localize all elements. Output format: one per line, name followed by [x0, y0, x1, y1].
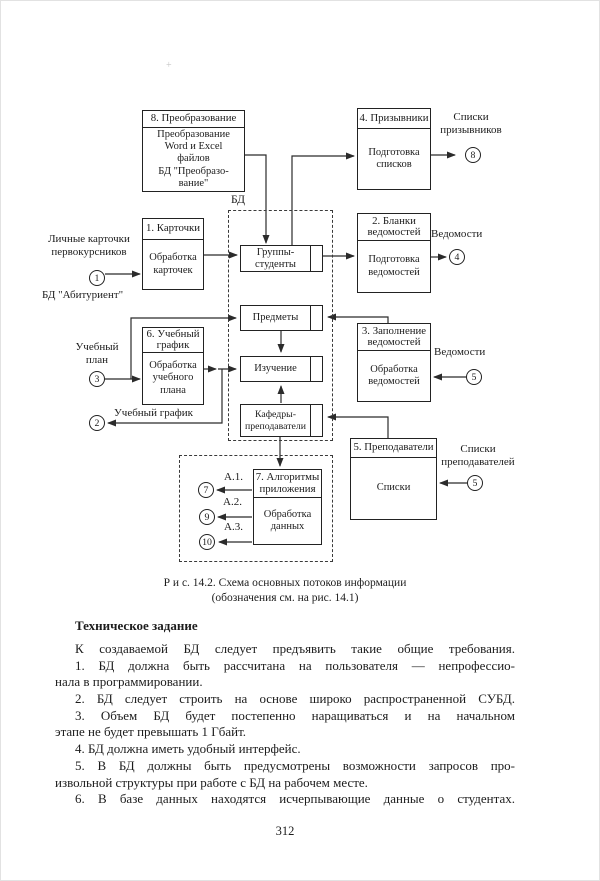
- body-line: этапе не будет превышать 1 Гбайт.: [55, 724, 247, 740]
- terminator-9: 9: [199, 509, 215, 525]
- body-line: 2. БД следует строить на основе широко р…: [75, 691, 515, 707]
- block-7-algoritmy: 7. Алгоритмы приложения Обработка данных: [253, 469, 322, 545]
- terminator-5a-number: 5: [471, 371, 477, 383]
- db-container-label: БД: [231, 194, 246, 206]
- terminator-5-spiski: 5: [467, 475, 483, 491]
- terminator-3: 3: [89, 371, 105, 387]
- entity-divider: [309, 306, 311, 330]
- label-vedomosti-in: Ведомости: [434, 346, 486, 358]
- block-5-header: 5. Преподаватели: [351, 439, 436, 458]
- entity-divider: [309, 246, 311, 271]
- body-text: К создаваемой БД следует предъявить таки…: [55, 641, 515, 808]
- terminator-5-vedomosti: 5: [466, 369, 482, 385]
- block-1-header-text: 1. Карточки: [145, 222, 201, 235]
- entity-subjects: Предметы: [240, 305, 323, 331]
- terminator-7-number: 7: [203, 484, 209, 496]
- body-line: К создаваемой БД следует предъявить таки…: [75, 641, 515, 656]
- algorithms-dashed-container: [179, 455, 333, 562]
- terminator-8: 8: [465, 147, 481, 163]
- label-vedomosti-out: Ведомости: [431, 228, 483, 240]
- block-7-header-text: 7. Алгоритмы приложения: [255, 471, 320, 495]
- terminator-10: 10: [199, 534, 215, 550]
- block-6-header-text: 6. Учебный график: [146, 327, 200, 351]
- block-5-header-text: 5. Преподаватели: [353, 441, 434, 454]
- block-2-body: Подготовка ведомостей: [368, 254, 420, 278]
- block-3-zapolnenie: 3. Заполнение ведомостей Обработка ведом…: [357, 323, 431, 402]
- block-5-prepodavateli: 5. Преподаватели Списки: [350, 438, 437, 520]
- block-8-header: 8. Преобразование: [143, 111, 244, 128]
- figure-caption-line1: Р и с. 14.2. Схема основных потоков инфо…: [163, 577, 407, 589]
- terminator-9-number: 9: [204, 511, 210, 523]
- entity-groups-label: Группы- студенты: [255, 246, 296, 270]
- block-1-header: 1. Карточки: [143, 219, 203, 240]
- block-8-header-text: 8. Преобразование: [150, 112, 237, 125]
- block-5-body: Списки: [376, 482, 411, 494]
- block-8-body: Преобразование Word и Excel файлов БД "П…: [157, 128, 230, 189]
- terminator-7: 7: [198, 482, 214, 498]
- label-a1: А.1.: [224, 471, 243, 483]
- figure-caption: Р и с. 14.2. Схема основных потоков инфо…: [55, 576, 515, 605]
- block-7-header: 7. Алгоритмы приложения: [254, 470, 321, 498]
- terminator-10-number: 10: [202, 536, 212, 548]
- block-2-blanki: 2. Бланки ведомостей Подготовка ведомост…: [357, 213, 431, 293]
- block-6-uchebny-grafik: 6. Учебный график Обработка учебного пла…: [142, 327, 204, 405]
- entity-divider: [309, 405, 311, 436]
- block-4-header: 4. Призывники: [358, 109, 430, 129]
- terminator-4-number: 4: [454, 251, 460, 263]
- body-line: извольной структуры при работе с БД на р…: [55, 774, 368, 790]
- terminator-2: 2: [89, 415, 105, 431]
- block-6-body: Обработка учебного плана: [149, 360, 197, 396]
- page-number: 312: [275, 824, 295, 838]
- db-dashed-container: [228, 210, 333, 441]
- terminator-8-number: 8: [470, 149, 476, 161]
- terminator-5b-number: 5: [472, 477, 478, 489]
- print-artifact-cross: +: [166, 60, 172, 71]
- block-4-header-text: 4. Призывники: [359, 111, 429, 124]
- block-4-body: Подготовка списков: [368, 146, 420, 170]
- body-line: 4. БД должна иметь удобный интерфейс.: [75, 741, 301, 757]
- entity-subjects-label: Предметы: [252, 312, 299, 324]
- entity-study: Изучение: [240, 356, 323, 382]
- block-4-prizyvniki: 4. Призывники Подготовка списков: [357, 108, 431, 190]
- block-3-header: 3. Заполнение ведомостей: [358, 324, 430, 351]
- label-a3: А.3.: [224, 521, 243, 533]
- figure-caption-line2: (обозначения см. на рис. 14.1): [211, 591, 359, 604]
- body-line: нала в программировании.: [55, 674, 203, 690]
- body-line: 5. В БД должны быть предусмотрены возмож…: [75, 757, 515, 773]
- terminator-1: 1: [89, 270, 105, 286]
- entity-study-label: Изучение: [254, 363, 297, 375]
- block-1-body: Обработка карточек: [149, 252, 197, 276]
- body-line: 1. БД должна быть рассчитана на пользова…: [75, 657, 515, 673]
- block-2-header-text: 2. Бланки ведомостей: [367, 214, 421, 238]
- label-study-plan: Учебный план: [75, 341, 119, 366]
- block-1-kartochki: 1. Карточки Обработка карточек: [142, 218, 204, 290]
- label-teacher-lists: Списки преподавателей: [441, 443, 515, 468]
- block-8-preobrazovanie: 8. Преобразование Преобразование Word и …: [142, 110, 245, 192]
- label-personal-cards: Личные карточки первокурсников: [48, 233, 130, 258]
- label-a2: А.2.: [223, 496, 242, 508]
- terminator-4: 4: [449, 249, 465, 265]
- block-7-body: Обработка данных: [263, 508, 312, 532]
- block-3-header-text: 3. Заполнение ведомостей: [361, 324, 427, 348]
- label-study-schedule: Учебный график: [114, 407, 193, 419]
- terminator-1-number: 1: [94, 272, 100, 284]
- block-2-header: 2. Бланки ведомостей: [358, 214, 430, 241]
- body-line: 6. В базе данных находятся исчерпывающие…: [75, 791, 515, 807]
- entity-departments-label: Кафедры- преподаватели: [244, 408, 307, 432]
- section-heading: Техническое задание: [75, 618, 198, 633]
- entity-groups-students: Группы- студенты: [240, 245, 323, 272]
- block-3-body: Обработка ведомостей: [368, 363, 420, 387]
- entity-divider: [309, 357, 311, 381]
- label-db-abiturient: БД "Абитуриент": [42, 289, 124, 301]
- terminator-3-number: 3: [94, 373, 100, 385]
- block-6-header: 6. Учебный график: [143, 328, 203, 353]
- label-conscript-lists: Списки призывников: [440, 111, 502, 136]
- entity-departments-teachers: Кафедры- преподаватели: [240, 404, 323, 437]
- terminator-2-number: 2: [94, 417, 100, 429]
- body-line: 3. Объем БД будет постепенно наращиватьс…: [75, 707, 515, 723]
